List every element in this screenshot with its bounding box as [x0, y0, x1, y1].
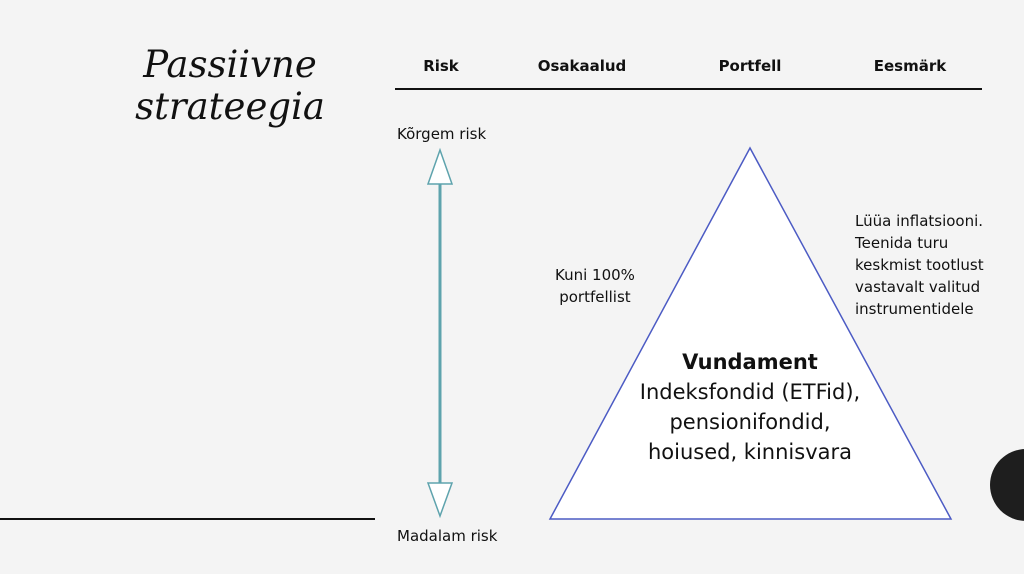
pyramid-text: Vundament Indeksfondid (ETFid), pensioni… — [590, 347, 910, 467]
pyramid-heading: Vundament — [682, 350, 818, 374]
goal-text: Lüüa inflatsiooni. Teenida turu keskmist… — [855, 210, 984, 320]
header-portfell: Portfell — [718, 57, 782, 75]
goal-line: Teenida turu — [855, 234, 949, 252]
header-osakaalud: Osakaalud — [537, 57, 627, 75]
pyramid-line: Indeksfondid (ETFid), — [639, 380, 861, 404]
pyramid-line: pensionifondid, — [669, 410, 831, 434]
arrow-up-icon — [426, 147, 454, 185]
goal-line: keskmist tootlust — [855, 256, 984, 274]
goal-line: instrumentidele — [855, 300, 974, 318]
header-eesmark: Eesmärk — [873, 57, 947, 75]
header-risk: Risk — [423, 57, 459, 75]
share-line: portfellist — [559, 288, 631, 306]
risk-low-label: Madalam risk — [397, 527, 498, 545]
share-label: Kuni 100% portfellist — [555, 264, 635, 308]
pyramid-triangle — [548, 146, 953, 520]
pyramid-line: hoiused, kinnisvara — [647, 440, 853, 464]
share-line: Kuni 100% — [555, 266, 635, 284]
goal-line: Lüüa inflatsiooni. — [855, 212, 984, 230]
slide-title: Passiivne strateegia — [135, 43, 325, 128]
arrow-down-icon — [426, 482, 454, 519]
goal-line: vastavalt valitud — [855, 278, 981, 296]
risk-high-label: Kõrgem risk — [397, 125, 487, 143]
